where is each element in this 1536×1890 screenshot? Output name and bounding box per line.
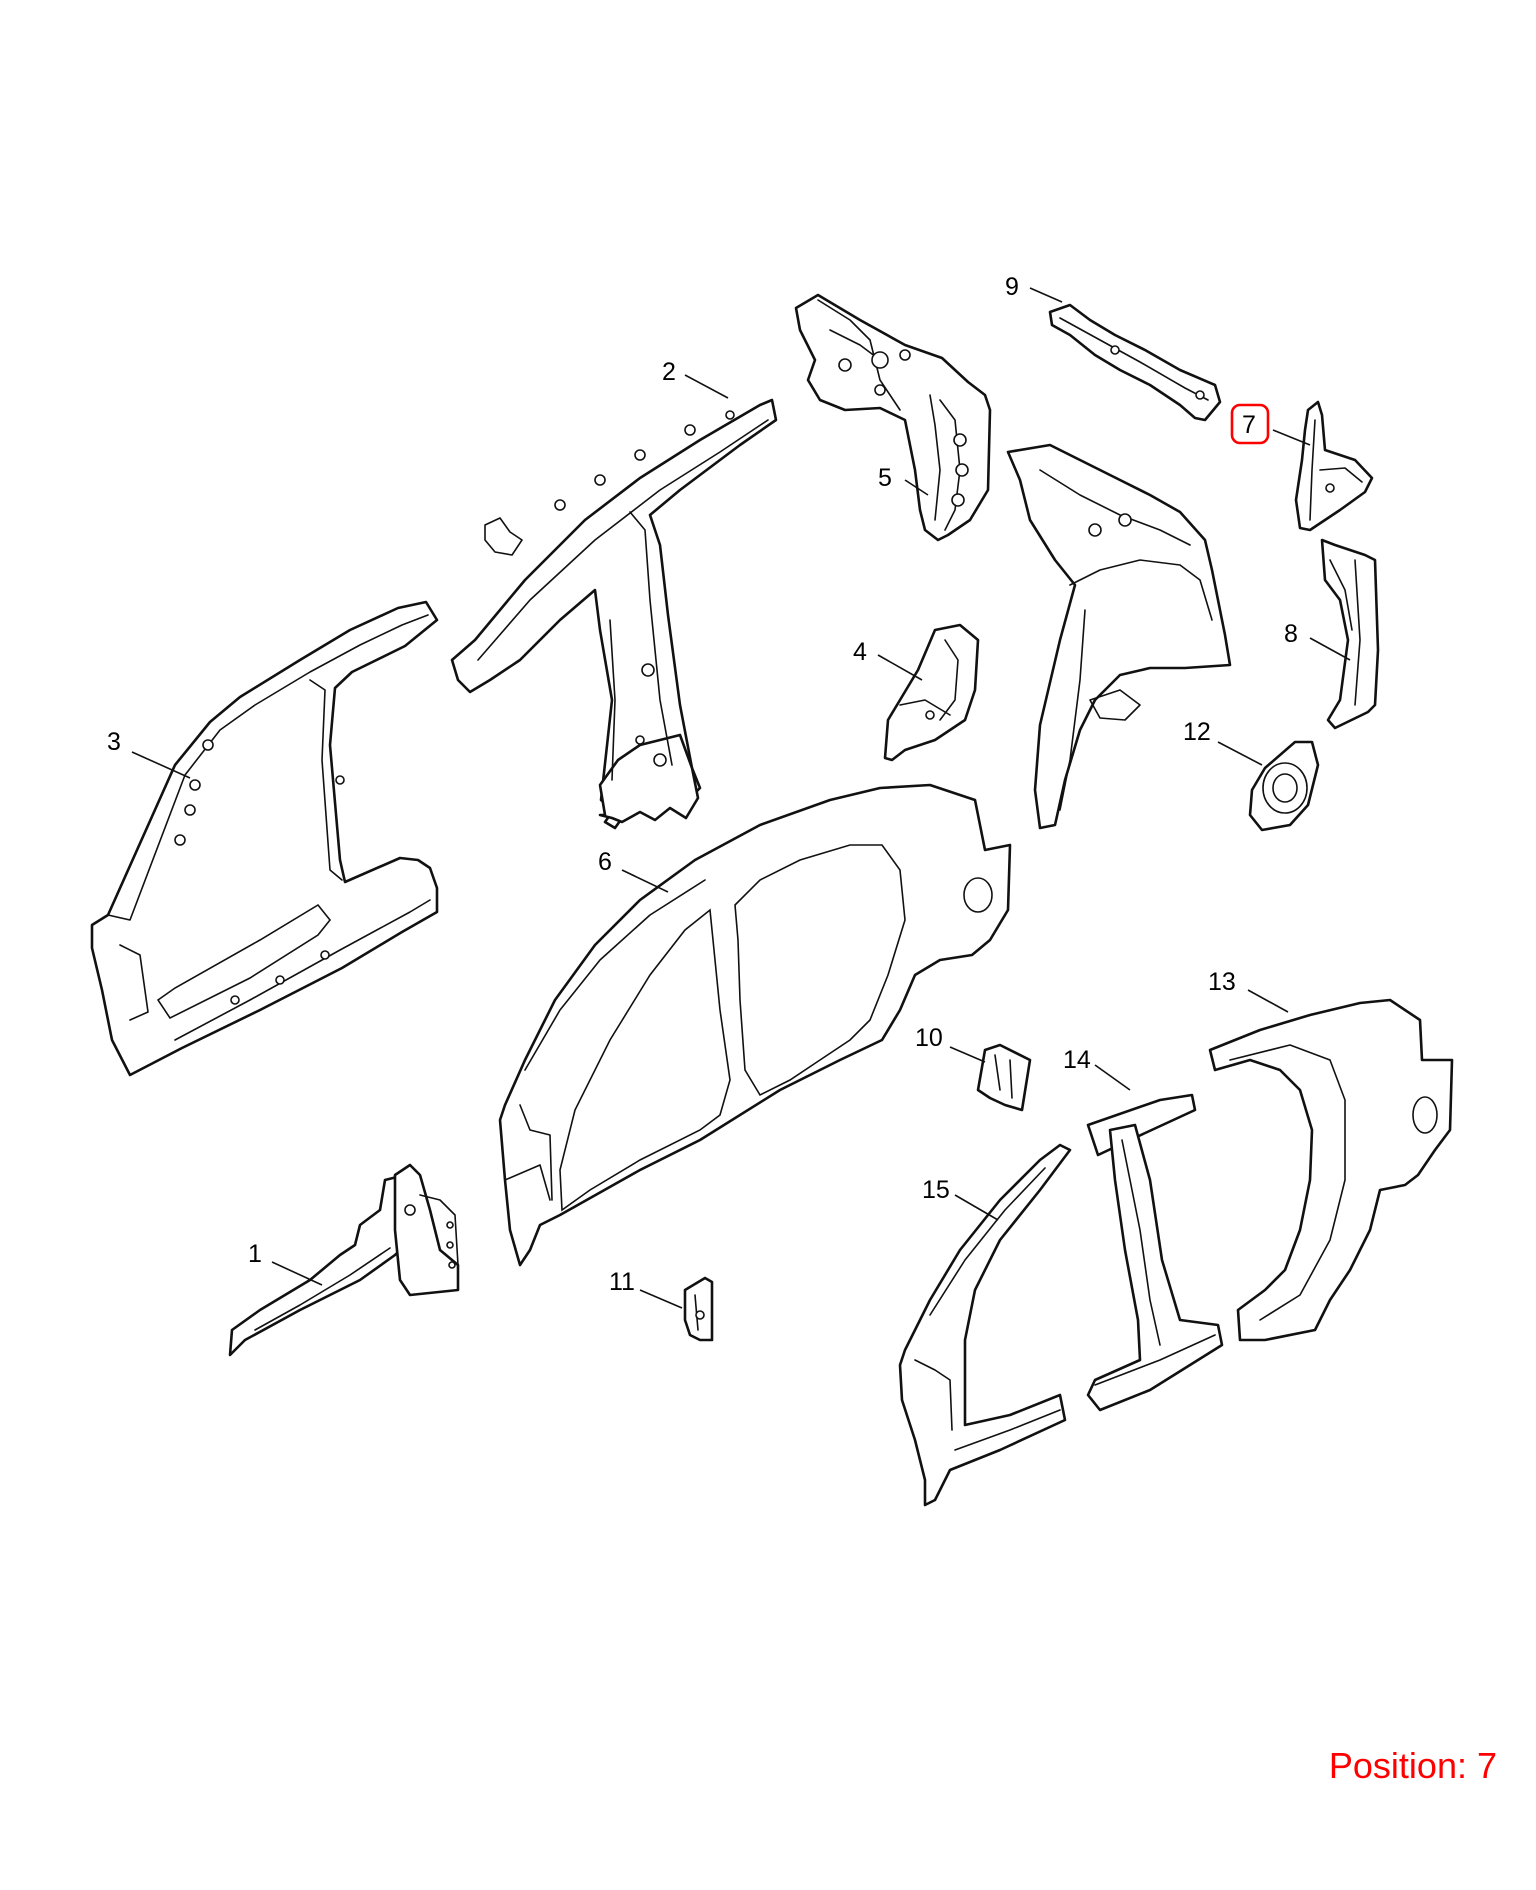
leader-5 [904,479,929,496]
part-14-b-pillar-outer[interactable] [1086,1093,1224,1412]
callout-9[interactable]: 9 [1005,273,1019,301]
callout-10[interactable]: 10 [915,1024,943,1052]
callout-6[interactable]: 6 [598,848,612,876]
callout-leaders [131,287,1351,1309]
callout-4[interactable]: 4 [853,638,867,666]
callout-7-highlight [1230,403,1270,445]
callout-7[interactable]: 7 [1242,411,1256,439]
callout-8[interactable]: 8 [1284,620,1298,648]
leader-11 [639,1289,683,1309]
part-10-small-bracket[interactable] [976,1043,1032,1112]
part-5-rear-pillar-upper[interactable] [794,293,992,542]
leader-14 [1094,1064,1131,1091]
leader-2 [684,374,729,399]
callout-2[interactable]: 2 [662,358,676,386]
leader-12 [1217,741,1263,766]
leader-1 [271,1261,323,1286]
leader-15 [954,1194,999,1221]
callout-15[interactable]: 15 [922,1176,950,1204]
part-6-outer-body-side[interactable] [498,783,1012,1267]
part-1-hinge-pillar-rail[interactable] [228,1163,460,1357]
leader-8 [1309,637,1351,661]
callout-1[interactable]: 1 [248,1240,262,1268]
part-11-clip-bracket[interactable] [683,1276,714,1342]
part-13-rear-quarter-outer[interactable] [1208,998,1454,1342]
callout-5[interactable]: 5 [878,464,892,492]
rear-wheelhouse-panel [1006,443,1232,830]
leader-7 [1272,429,1311,446]
part-9-rear-rail-reinforcement[interactable] [1048,303,1222,422]
callout-14[interactable]: 14 [1063,1046,1091,1074]
leader-4 [877,654,923,681]
position-label: Position: 7 [1328,1745,1497,1786]
part-12-fuel-filler-housing[interactable] [1248,740,1320,832]
part-8-rear-lower-bracket[interactable] [1320,538,1380,730]
part-3-front-pillar-frame[interactable] [90,600,439,1077]
part-15-a-pillar-outer[interactable] [898,1143,1072,1507]
leader-13 [1247,989,1289,1013]
callout-12[interactable]: 12 [1183,718,1211,746]
callout-11[interactable]: 11 [609,1268,635,1296]
leader-3 [131,751,191,779]
part-4-pillar-bracket[interactable] [883,623,980,762]
leader-10 [949,1046,986,1063]
leader-6 [621,869,669,893]
callout-labels: 1 2 3 4 5 6 7 8 9 10 11 12 13 14 15 [107,273,1298,1296]
callout-13[interactable]: 13 [1208,968,1236,996]
part-7-rear-bracket[interactable] [1294,400,1374,532]
leader-9 [1029,287,1063,303]
callout-3[interactable]: 3 [107,728,121,756]
part-2-roof-rail-b-pillar[interactable] [450,398,778,830]
